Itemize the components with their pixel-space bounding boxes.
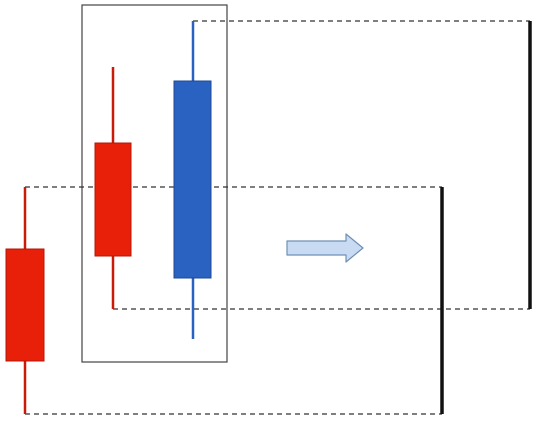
left-bearish-candle — [5, 187, 45, 414]
highlight-box — [81, 4, 228, 363]
middle-bearish-candle — [94, 67, 132, 309]
bullish-candle-body — [173, 80, 212, 279]
right-arrow-icon — [286, 233, 364, 263]
middle-candle-body — [94, 142, 132, 257]
bullish-candle — [173, 21, 212, 339]
dashed-guides — [25, 20, 530, 415]
left-candle-body — [5, 248, 45, 362]
